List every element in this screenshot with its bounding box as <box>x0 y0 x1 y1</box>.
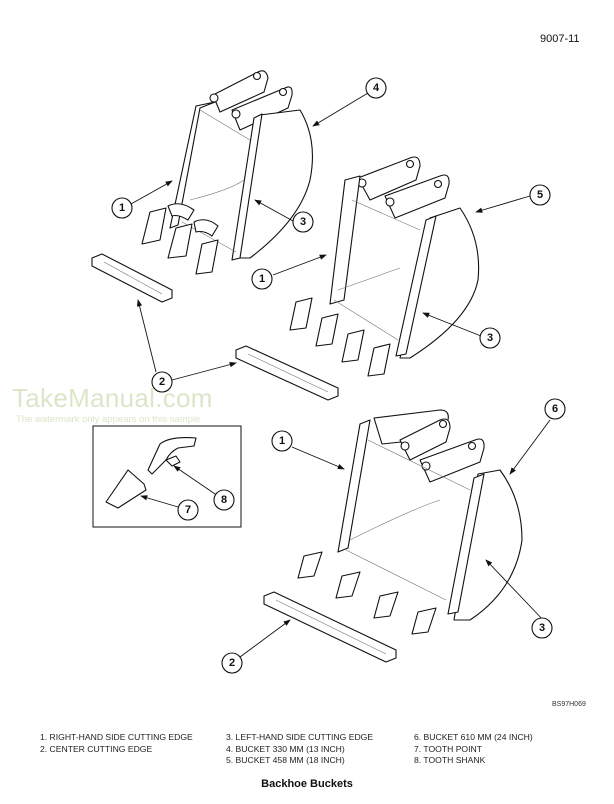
legend-item-6: 6. BUCKET 610 MM (24 INCH) <box>414 732 533 742</box>
callout-1-bucket4: 1 <box>111 197 133 219</box>
legend-item-2: 2. CENTER CUTTING EDGE <box>40 743 153 754</box>
page-number: 9007-11 <box>540 33 580 45</box>
svg-text:4: 4 <box>373 82 380 94</box>
callout-7: 7 <box>177 499 199 521</box>
callout-4: 4 <box>365 77 387 99</box>
svg-text:8: 8 <box>221 494 227 506</box>
callout-2-top: 2 <box>151 371 173 393</box>
svg-text:3: 3 <box>539 622 545 634</box>
tooth-detail-inset <box>92 425 242 528</box>
svg-text:6: 6 <box>552 403 558 415</box>
legend-item-3: 3. LEFT-HAND SIDE CUTTING EDGE <box>226 732 374 742</box>
svg-text:2: 2 <box>159 376 165 388</box>
callout-6: 6 <box>544 398 566 420</box>
callout-5: 5 <box>529 184 551 206</box>
svg-text:3: 3 <box>487 332 493 344</box>
legend-column-3: 6. BUCKET 610 MM (24 INCH) 7. TOOTH POIN… <box>414 732 533 767</box>
callout-3-bucket5: 3 <box>479 327 501 349</box>
legend-item-1: 1. RIGHT-HAND SIDE CUTTING EDGE <box>40 732 193 742</box>
svg-text:2: 2 <box>229 657 235 669</box>
legend-item-5: 5. BUCKET 458 MM (18 INCH) <box>226 755 345 765</box>
legend-item-7: 7. TOOTH POINT <box>414 743 482 754</box>
callout-1-bucket6: 1 <box>271 430 293 452</box>
callout-1-bucket5: 1 <box>251 268 273 290</box>
callout-2-bottom: 2 <box>221 652 243 674</box>
legend-column-1: 1. RIGHT-HAND SIDE CUTTING EDGE 2. CENTE… <box>40 732 193 755</box>
bucket-610mm <box>263 409 523 663</box>
svg-text:5: 5 <box>537 189 543 201</box>
backhoe-buckets-illustration: 1 3 4 1 3 5 2 8 7 1 3 6 2 <box>91 70 566 674</box>
svg-text:7: 7 <box>185 504 191 516</box>
svg-text:1: 1 <box>279 435 285 447</box>
bucket-458mm <box>235 156 480 401</box>
drawing-id: BS97H069 <box>552 701 586 708</box>
watermark-subtitle: The watermark only appears on this sampl… <box>16 414 201 425</box>
watermark-title: TakeManual.com <box>12 383 213 413</box>
svg-text:1: 1 <box>259 273 265 285</box>
svg-text:3: 3 <box>300 216 306 228</box>
legend-item-4: 4. BUCKET 330 MM (13 INCH) <box>226 743 345 754</box>
legend-column-2: 3. LEFT-HAND SIDE CUTTING EDGE 4. BUCKET… <box>226 732 373 767</box>
callout-8: 8 <box>213 489 235 511</box>
callout-3-bucket6: 3 <box>531 617 553 639</box>
legend-item-8: 8. TOOTH SHANK <box>414 755 486 765</box>
leader-lines <box>130 92 551 658</box>
bucket-330mm <box>91 70 313 303</box>
svg-text:1: 1 <box>119 202 125 214</box>
figure-caption: Backhoe Buckets <box>261 778 353 790</box>
callout-3-bucket4: 3 <box>292 211 314 233</box>
